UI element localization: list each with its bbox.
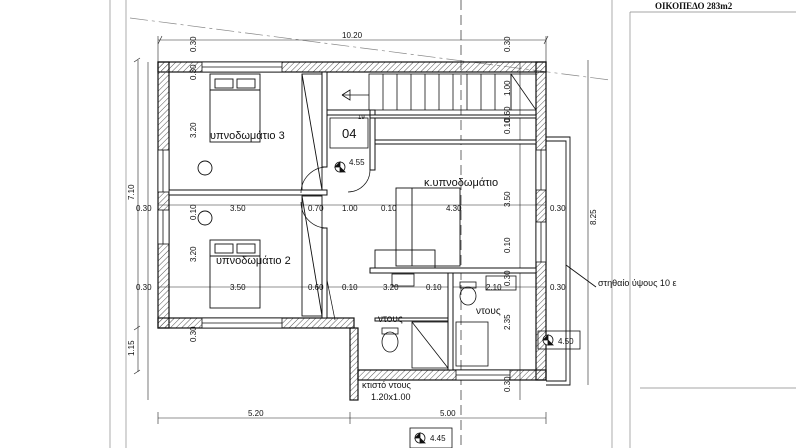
- dim-bottom-520: 5.20: [248, 409, 264, 418]
- bathroom-fixtures: [381, 273, 517, 369]
- dim-top-right: 0.30: [503, 36, 512, 52]
- dim-left-total: 7.10: [127, 184, 136, 200]
- dim-right-030b: 0.30: [503, 376, 512, 392]
- dim-right-total: 8.25: [589, 209, 598, 225]
- dim-row1-bedroom: 3.50: [230, 204, 246, 213]
- bed-master: [395, 187, 461, 267]
- dim-bedroom2-bottom: 0.30: [189, 326, 198, 342]
- dim-row2-wall2: 0.10: [342, 283, 358, 292]
- site-boundary: [109, 0, 796, 448]
- dim-stair-100: 1.00: [503, 80, 512, 96]
- staircase: [341, 73, 537, 111]
- dim-row1-wall2: 0.10: [381, 204, 397, 213]
- label-bedroom-3: υπνοδωμάτιο 3: [210, 130, 285, 142]
- dim-bedroom3-top: 0.30: [189, 64, 198, 80]
- dim-row2-toilet: 2.10: [486, 283, 502, 292]
- interior-walls: [168, 71, 537, 371]
- label-shower-2: ντους: [476, 306, 501, 317]
- dim-left-bottom: 1.15: [127, 340, 136, 356]
- stair-step-number: 19: [358, 115, 365, 121]
- dim-row1-door: 1.00: [342, 204, 358, 213]
- dim-row2-bedroom: 3.50: [230, 283, 246, 292]
- label-master-bedroom: κ.υπνοδωμάτιο: [424, 177, 498, 189]
- label-shower-1: ντους: [378, 314, 403, 325]
- dim-row1-wall1: 0.70: [308, 204, 324, 213]
- windows: [157, 61, 547, 381]
- label-parapet-note: στηθαίο ύψους 10 ε: [598, 278, 676, 288]
- closet-3: [301, 73, 323, 191]
- dim-bath-235: 2.35: [503, 314, 512, 330]
- room-number-box: [329, 117, 369, 149]
- dim-stair-010: 0.10: [503, 118, 512, 134]
- dim-row1-master: 4.30: [446, 204, 462, 213]
- closet-master: [374, 249, 436, 269]
- dim-right-030a: 0.30: [503, 270, 512, 286]
- dim-row2-wall3: 0.10: [426, 283, 442, 292]
- dim-row2-wall1: 0.60: [308, 283, 324, 292]
- dim-bottom-500: 5.00: [440, 409, 456, 418]
- dim-bedroom2-height: 3.20: [189, 246, 198, 262]
- bed-2: [209, 239, 261, 309]
- dim-row1-wall-left: 0.30: [136, 204, 152, 213]
- level-4-45: 4.45: [430, 434, 446, 443]
- label-built-shower-size: 1.20x1.00: [371, 392, 411, 402]
- dim-bedroom2-top: 0.10: [189, 204, 198, 220]
- dim-row2-wall-left: 0.30: [136, 283, 152, 292]
- label-bedroom-2: υπνοδωμάτιο 2: [216, 255, 291, 267]
- level-4-55: 4.55: [349, 158, 365, 167]
- dim-top-left: 0.30: [189, 36, 198, 52]
- dim-top-total: 10.20: [342, 31, 363, 40]
- dim-master-010: 0.10: [503, 237, 512, 253]
- bed-3: [209, 73, 261, 143]
- level-4-50: 4.50: [558, 337, 574, 346]
- dim-row1-wall-right: 0.30: [550, 204, 566, 213]
- label-built-shower: κτιστό ντους: [362, 380, 412, 390]
- doors: [300, 166, 371, 321]
- dim-bedroom3-height: 3.20: [189, 122, 198, 138]
- dim-stair-060: 0.60: [503, 106, 512, 122]
- dimension-lines: [133, 35, 589, 424]
- dim-row2-wall-right: 0.30: [550, 283, 566, 292]
- dim-row2-shower: 3.20: [383, 283, 399, 292]
- level-markers: [334, 161, 581, 448]
- closet-2: [301, 195, 323, 317]
- room-number: 04: [342, 126, 356, 141]
- dim-master-350: 3.50: [503, 191, 512, 207]
- plot-label: ΟΙΚΟΠΕΔΟ 283m2: [655, 1, 733, 11]
- furniture: [197, 73, 461, 317]
- balcony: [546, 136, 597, 386]
